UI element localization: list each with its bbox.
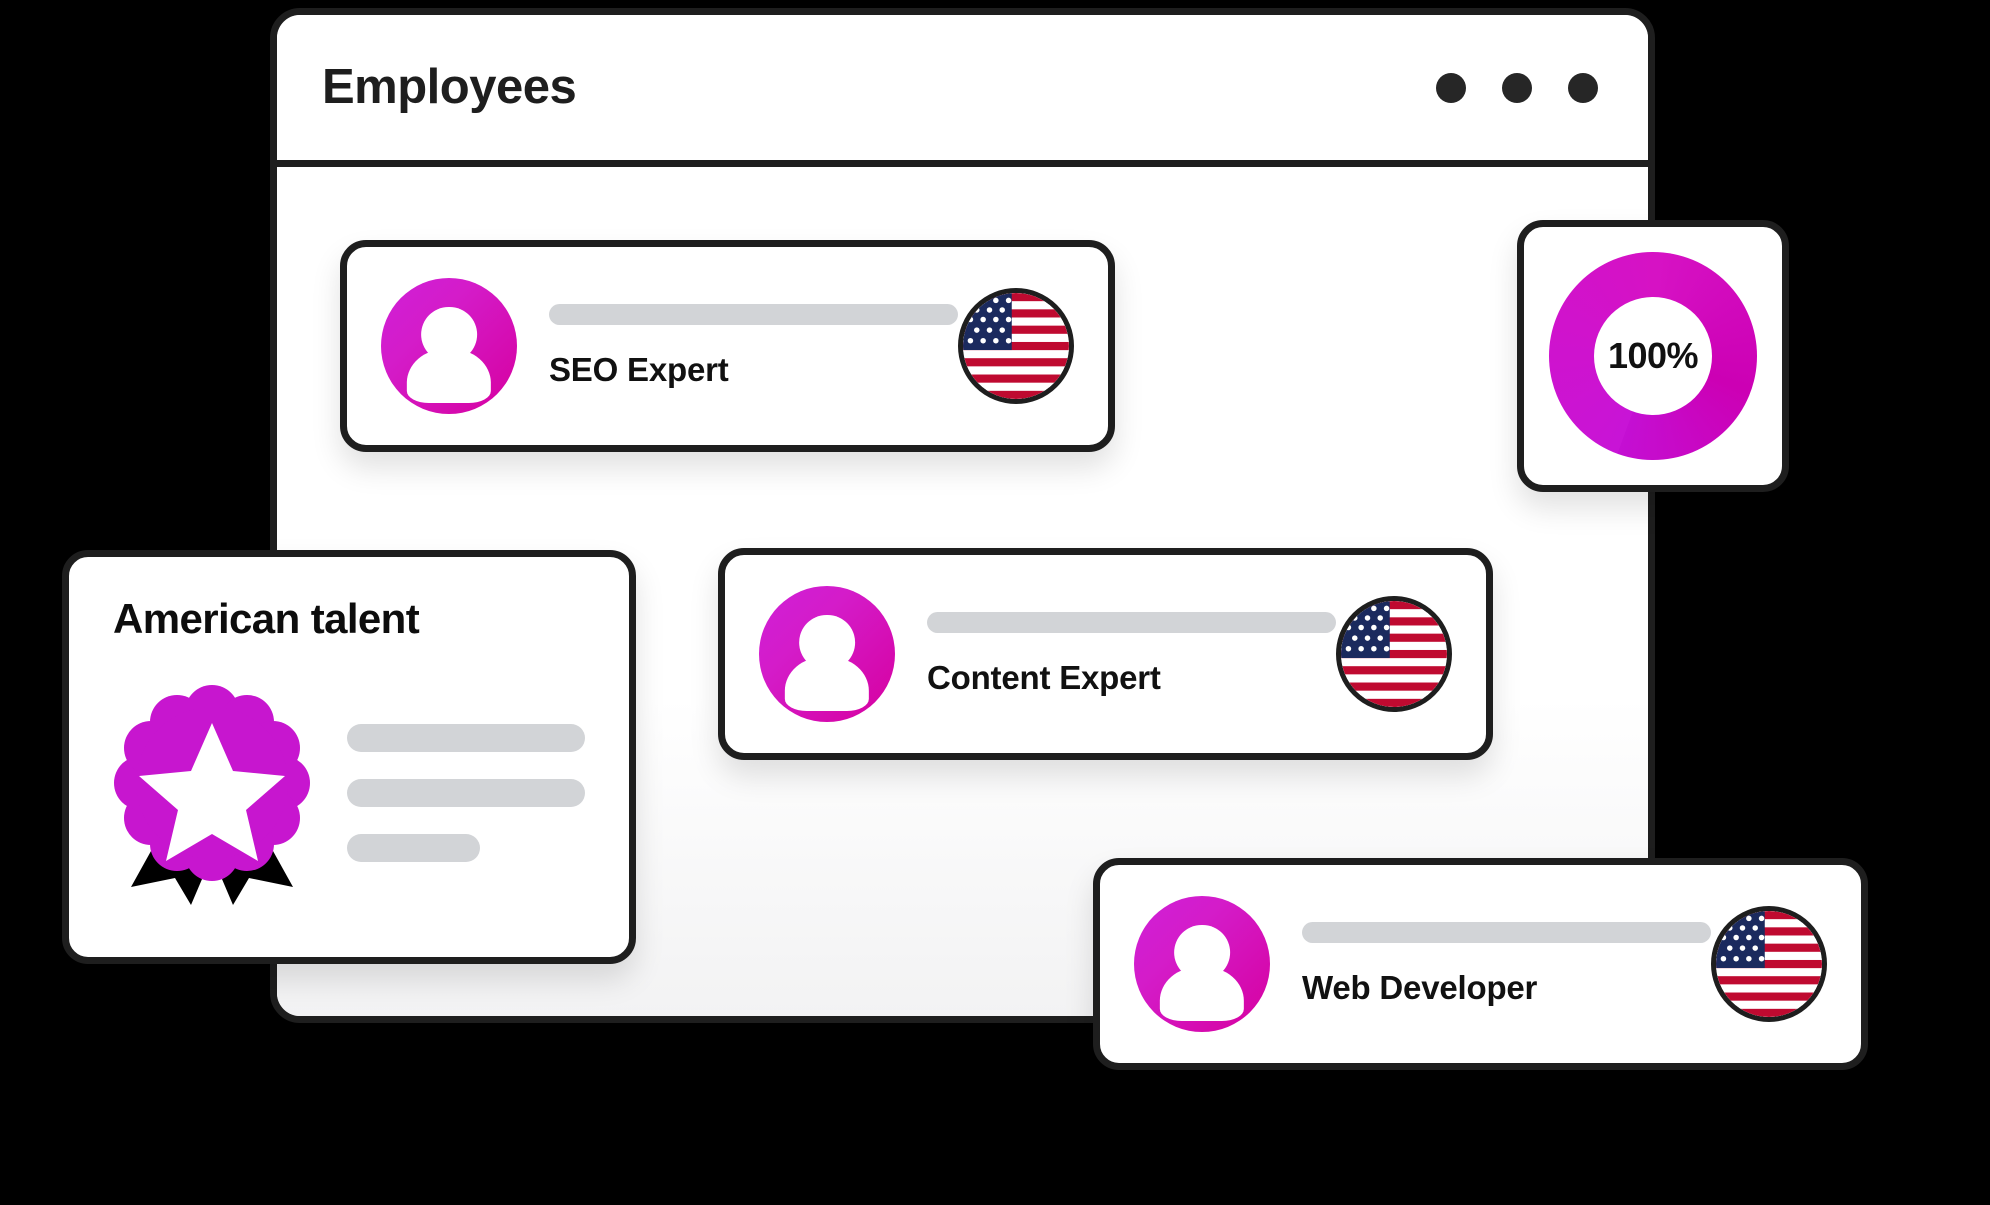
progress-value-label: 100% — [1607, 335, 1699, 376]
employee-role-label: Web Developer — [1302, 968, 1538, 1006]
page-title: Employees — [322, 60, 577, 114]
placeholder-line — [347, 724, 585, 752]
employee-card-content-expert[interactable]: Content Expert — [718, 548, 1493, 760]
employee-name-placeholder — [1302, 921, 1711, 943]
avatar-body-shape — [406, 348, 492, 404]
employee-card-seo-expert[interactable]: SEO Expert — [340, 240, 1115, 452]
user-avatar-icon — [759, 586, 895, 722]
user-avatar-icon — [381, 278, 517, 414]
american-talent-title: American talent — [113, 595, 420, 642]
employee-name-placeholder — [927, 611, 1336, 633]
employee-role-label: SEO Expert — [549, 350, 729, 388]
window-dot-icon[interactable] — [1568, 72, 1598, 103]
american-talent-placeholder-lines — [347, 718, 585, 862]
employee-name-placeholder — [549, 303, 958, 325]
employee-role-label: Content Expert — [927, 658, 1161, 696]
award-ribbon-icon — [113, 675, 311, 905]
user-avatar-icon — [1134, 896, 1270, 1032]
avatar-body-shape — [784, 656, 870, 712]
window-controls[interactable] — [1436, 72, 1606, 103]
us-flag-icon — [1336, 596, 1452, 712]
employee-card-web-developer[interactable]: Web Developer — [1093, 858, 1868, 1070]
donut-chart-icon: 100% — [1549, 252, 1757, 460]
us-flag-icon — [958, 288, 1074, 404]
american-talent-card[interactable]: American talent — [62, 550, 636, 964]
placeholder-line — [347, 779, 585, 807]
employee-info: SEO Expert — [517, 303, 958, 389]
completion-progress-card[interactable]: 100% — [1517, 220, 1789, 492]
employee-info: Web Developer — [1270, 921, 1711, 1007]
avatar-body-shape — [1159, 966, 1245, 1022]
american-talent-content — [113, 665, 585, 915]
window-header: Employees — [277, 15, 1648, 167]
window-dot-icon[interactable] — [1436, 72, 1466, 103]
donut-center: 100% — [1594, 297, 1712, 415]
placeholder-line — [347, 834, 481, 862]
window-dot-icon[interactable] — [1502, 72, 1532, 103]
employee-info: Content Expert — [895, 611, 1336, 697]
us-flag-icon — [1711, 906, 1827, 1022]
